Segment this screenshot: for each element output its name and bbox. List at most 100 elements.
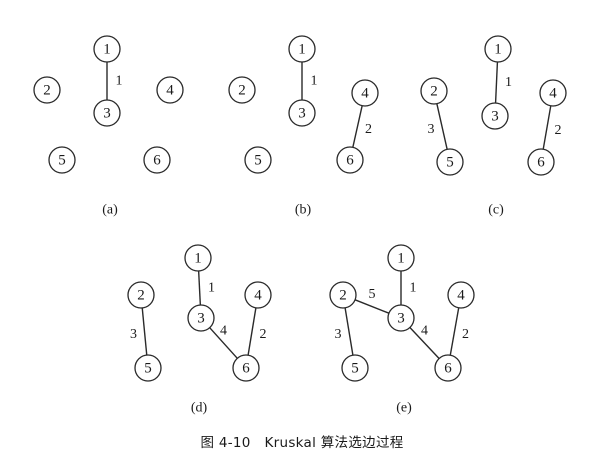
node-circle	[134, 354, 162, 382]
node-circle	[341, 354, 369, 382]
node-label: 5	[144, 361, 152, 377]
node-label: 1	[103, 42, 111, 58]
node-5: 5	[48, 146, 76, 174]
node-label: 2	[43, 83, 51, 99]
node-circle	[447, 281, 475, 309]
node-2: 2	[33, 76, 61, 104]
node-1: 1	[288, 35, 316, 63]
node-3: 3	[93, 99, 121, 127]
node-label: 4	[166, 83, 174, 99]
node-circle	[93, 99, 121, 127]
node-6: 6	[527, 148, 555, 176]
edge-line	[247, 307, 257, 356]
node-circle	[436, 148, 464, 176]
node-3: 3	[387, 304, 415, 332]
node-circle	[228, 76, 256, 104]
edge-weight-label: 1	[505, 75, 512, 90]
edge-line	[494, 61, 499, 104]
node-1: 1	[184, 244, 212, 272]
node-5: 5	[436, 148, 464, 176]
node-circle	[336, 146, 364, 174]
edge-1-3: 1	[494, 61, 512, 104]
edge-1-3: 1	[197, 270, 215, 306]
node-5: 5	[134, 354, 162, 382]
edge-weight-label: 2	[462, 327, 469, 342]
node-circle	[434, 354, 462, 382]
node-label: 1	[397, 251, 405, 267]
edge-3-6: 4	[209, 324, 238, 359]
node-label: 1	[194, 251, 202, 267]
node-circle	[244, 146, 272, 174]
node-circle	[329, 281, 357, 309]
node-circle	[93, 35, 121, 63]
node-circle	[484, 35, 512, 63]
node-label: 5	[351, 361, 359, 377]
edge-line	[436, 103, 448, 150]
edge-weight-label: 1	[311, 74, 318, 89]
node-label: 6	[153, 153, 161, 169]
edge-line	[352, 105, 363, 148]
node-circle	[420, 77, 448, 105]
edge-weight-label: 1	[116, 74, 123, 89]
edge-line	[209, 327, 238, 359]
node-6: 6	[336, 146, 364, 174]
node-circle	[48, 146, 76, 174]
node-circle	[481, 102, 509, 130]
edge-line	[354, 299, 390, 314]
edge-line	[409, 326, 440, 360]
edge-line	[449, 307, 460, 356]
panel-label: (e)	[396, 401, 412, 416]
node-circle	[387, 304, 415, 332]
edge-line	[197, 270, 202, 306]
node-label: 5	[254, 153, 262, 169]
panel-label: (c)	[488, 203, 504, 218]
edge-weight-label: 5	[369, 287, 376, 302]
edge-weight-label: 2	[365, 122, 372, 137]
edge-weight-label: 1	[208, 281, 215, 296]
edge-4-6: 2	[542, 105, 562, 150]
node-circle	[33, 76, 61, 104]
node-label: 1	[298, 42, 306, 58]
node-circle	[143, 146, 171, 174]
edge-weight-label: 1	[410, 281, 417, 296]
edge-line	[344, 307, 354, 356]
edge-1-3: 1	[106, 62, 123, 100]
node-circle	[244, 281, 272, 309]
edge-weight-label: 2	[555, 123, 562, 138]
node-label: 3	[397, 311, 405, 327]
node-circle	[288, 99, 316, 127]
node-1: 1	[93, 35, 121, 63]
edge-2-3: 5	[354, 287, 390, 314]
node-circle	[187, 304, 215, 332]
node-circle	[127, 281, 155, 309]
node-label: 6	[537, 155, 545, 171]
node-label: 4	[254, 288, 262, 304]
edge-weight-label: 3	[130, 327, 137, 342]
edge-weight-label: 3	[335, 327, 342, 342]
node-2: 2	[420, 77, 448, 105]
node-1: 1	[387, 244, 415, 272]
node-label: 2	[137, 288, 145, 304]
node-circle	[351, 79, 379, 107]
edge-1-3: 1	[400, 271, 417, 305]
edge-2-5: 3	[335, 307, 354, 356]
node-6: 6	[143, 146, 171, 174]
node-label: 5	[58, 153, 66, 169]
panel-label: (b)	[295, 203, 312, 218]
node-label: 6	[242, 361, 250, 377]
edge-line	[542, 105, 552, 150]
edge-weight-label: 4	[220, 324, 227, 339]
node-3: 3	[288, 99, 316, 127]
node-3: 3	[481, 102, 509, 130]
node-label: 6	[346, 153, 354, 169]
edge-2-5: 3	[428, 103, 448, 150]
node-4: 4	[539, 79, 567, 107]
node-circle	[184, 244, 212, 272]
edge-4-6: 2	[352, 105, 372, 148]
node-label: 3	[491, 109, 499, 125]
node-4: 4	[156, 76, 184, 104]
node-label: 5	[446, 155, 454, 171]
